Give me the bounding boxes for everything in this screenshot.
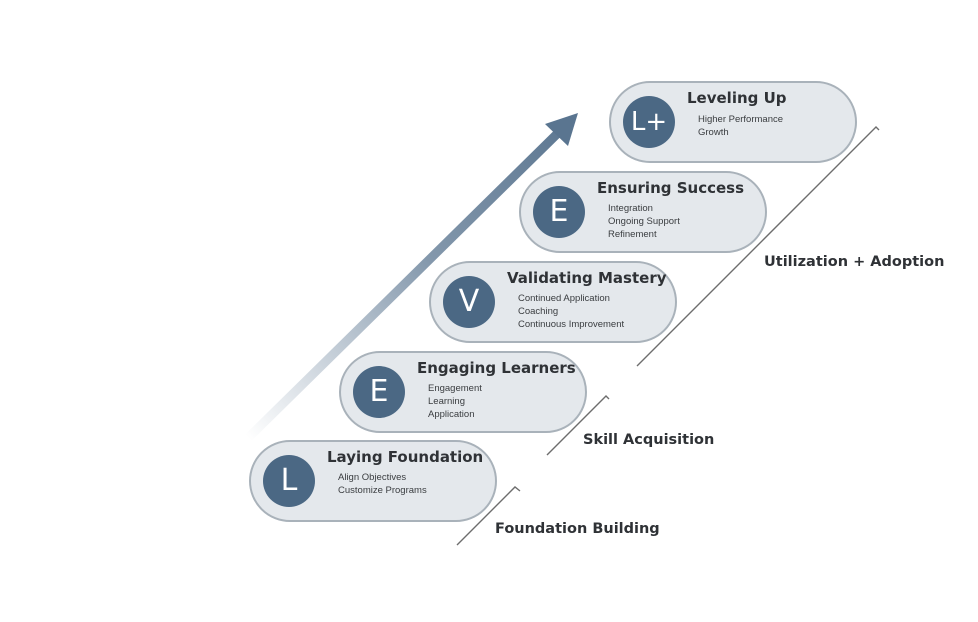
step-items: Engagement Learning Application [428,382,482,421]
step-title: Laying Foundation [327,448,484,466]
step-items: Continued Application Coaching Continuou… [518,292,624,331]
step-item: Refinement [608,229,657,240]
step-item: Higher Performance [698,114,784,125]
step-items: Integration Ongoing Support Refinement [608,202,680,241]
step-letter-badge: L [263,455,315,507]
step-item: Application [428,409,475,420]
step-item: Coaching [518,306,559,317]
step-letter-badge: L+ [623,96,675,148]
step-item: Customize Programs [338,485,427,496]
step-letter-badge: E [353,366,405,418]
step-title: Validating Mastery [507,269,667,287]
progress-arrow [244,113,578,442]
step-item: Ongoing Support [608,216,680,227]
step-item: Learning [428,396,465,407]
phase-label-foundation-building: Foundation Building [495,521,660,537]
bracket-skill [546,395,610,456]
step-item: Continued Application [518,293,610,304]
step-title: Engaging Learners [417,359,576,377]
step-items: Higher Performance Growth [698,113,783,139]
step-engaging-learners: E Engaging Learners Engagement Learning … [339,351,587,433]
step-laying-foundation: L Laying Foundation Align Objectives Cus… [249,440,497,522]
phase-label-utilization-adoption: Utilization + Adoption [764,254,945,270]
step-validating-mastery: V Validating Mastery Continued Applicati… [429,261,677,343]
step-leveling-up: L+ Leveling Up Higher Performance Growth [609,81,857,163]
phase-label-skill-acquisition: Skill Acquisition [583,432,715,448]
step-item: Align Objectives [338,472,407,483]
step-item: Engagement [428,383,482,394]
phase-brackets [456,126,880,546]
bracket-foundation [456,486,521,546]
step-item: Integration [608,203,653,214]
step-letter-badge: E [533,186,585,238]
step-letter-badge: V [443,276,495,328]
step-title: Leveling Up [687,89,787,107]
bracket-utilization [636,126,880,367]
step-item: Growth [698,127,729,138]
step-item: Continuous Improvement [518,319,625,330]
step-items: Align Objectives Customize Programs [338,471,427,497]
step-ensuring-success: E Ensuring Success Integration Ongoing S… [519,171,767,253]
step-title: Ensuring Success [597,179,745,197]
